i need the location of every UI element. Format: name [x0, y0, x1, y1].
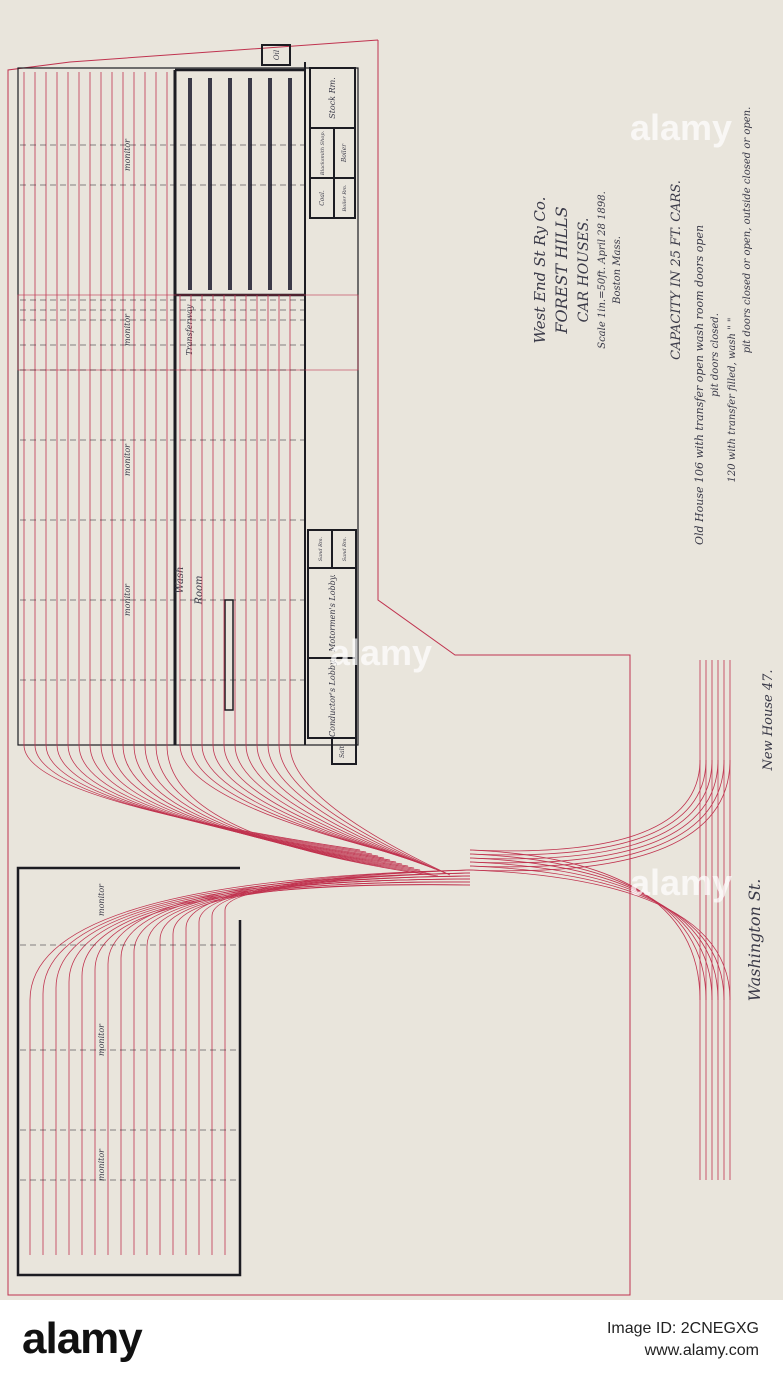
- stock-footer: alamy Image ID: 2CNEGXG www.alamy.com: [0, 1300, 783, 1390]
- lead-curve: [469, 759, 719, 864]
- capacity-line-3: 120 with transfer filled, wash " ": [727, 318, 738, 483]
- capacity-heading: CAPACITY IN 25 FT. CARS.: [669, 180, 684, 360]
- monitor-label-3: monitor: [123, 583, 132, 616]
- boiler-room: [333, 177, 356, 219]
- sand-room-1-label: Sand Rm.: [318, 536, 324, 561]
- upper-curve: [267, 744, 441, 872]
- new-house-curve: [224, 878, 471, 911]
- dash-layer: [20, 144, 305, 1181]
- street-label: Washington St.: [745, 879, 764, 1002]
- old-house-curve: [133, 744, 421, 871]
- old-house-curve: [34, 744, 367, 853]
- capacity-block: CAPACITY IN 25 FT. CARS. Old House 106 w…: [669, 107, 776, 772]
- image-id-block: Image ID: 2CNEGXG www.alamy.com: [607, 1318, 759, 1362]
- monitor-label-1: monitor: [123, 138, 132, 171]
- old-house-curve: [23, 744, 361, 851]
- monitor-label-4: monitor: [123, 313, 132, 346]
- new-house-curve: [185, 869, 471, 929]
- old-house-curve: [166, 744, 439, 877]
- title-place: Boston Mass.: [612, 236, 623, 305]
- title-subtitle: CAR HOUSES.: [576, 218, 592, 323]
- new-monitor-label-3: monitor: [97, 1148, 106, 1181]
- site-url: www.alamy.com: [644, 1342, 759, 1359]
- transferway-label: Transferway: [185, 304, 194, 355]
- old-house-curve: [122, 744, 415, 869]
- conductors-lobby-label: Conductor's Lobby.: [328, 659, 337, 737]
- upper-curve: [179, 744, 401, 856]
- image-id: Image ID: 2CNEGXG: [606, 1320, 759, 1337]
- old-house-curve: [100, 744, 403, 865]
- upper-curve: [289, 744, 451, 876]
- new-house-curve: [107, 869, 471, 965]
- upper-curve: [245, 744, 431, 868]
- oil-room: [261, 44, 291, 66]
- title-name: FOREST HILLS: [552, 206, 571, 334]
- old-house-outline: [17, 67, 359, 746]
- capacity-line-5: New House 47.: [761, 669, 776, 771]
- new-house-outline: [16, 866, 242, 1277]
- watermark-2: alamy: [330, 632, 432, 673]
- boiler-label: Boiler: [341, 143, 348, 163]
- old-house-curve: [155, 744, 433, 875]
- room-label: Room: [194, 575, 205, 605]
- boiler-room-label: Boiler Rm.: [342, 184, 348, 212]
- track-layer: [23, 72, 731, 1255]
- old-house-curve: [56, 744, 379, 857]
- upper-curve: [223, 744, 421, 864]
- lead-curve: [469, 759, 707, 856]
- title-scale: Scale 1in.=50ft. April 28 1898.: [597, 191, 608, 349]
- title-company: West End St Ry Co.: [531, 197, 549, 344]
- watermark-1: alamy: [630, 107, 732, 148]
- new-house-curve: [198, 872, 471, 923]
- capacity-line-2: pit doors closed.: [710, 313, 721, 397]
- title-block: West End St Ry Co. FOREST HILLS CAR HOUS…: [531, 191, 623, 349]
- upper-curve: [278, 744, 446, 874]
- transferway-band: [17, 294, 359, 371]
- lead-curve: [469, 759, 701, 852]
- wash-label: Wash: [175, 567, 186, 594]
- lead-curve: [469, 759, 731, 872]
- capacity-line-4: pit doors closed or open, outside closed…: [742, 107, 753, 354]
- new-house-curve: [211, 875, 471, 917]
- lead-curve: [469, 759, 713, 860]
- sand-room-2-label: Sand Rm.: [342, 536, 348, 561]
- upper-curve: [234, 744, 426, 866]
- old-house-curve: [111, 744, 409, 867]
- new-monitor-label-2: monitor: [97, 1023, 106, 1056]
- upper-curve: [190, 744, 406, 858]
- car-house-plan: Oil Stock Rm. Blacksmith Shop. Boiler Co…: [0, 0, 783, 1300]
- new-house-curve: [42, 872, 471, 995]
- motormens-lobby-label: Motormen's Lobby.: [328, 574, 337, 653]
- old-house-curve: [78, 744, 391, 861]
- upper-curve: [256, 744, 436, 870]
- blacksmith-shop-label: Blacksmith Shop.: [320, 130, 326, 176]
- new-house-curve: [29, 869, 471, 1001]
- wash-pit: [224, 599, 234, 711]
- stock-room-label: Stock Rm.: [328, 77, 337, 119]
- monitor-label-2: monitor: [123, 443, 132, 476]
- watermark-3: alamy: [630, 862, 732, 903]
- upper-curve: [212, 744, 416, 862]
- old-house-curve: [89, 744, 397, 863]
- new-monitor-label-1: monitor: [97, 883, 106, 916]
- alamy-logo: alamy: [22, 1314, 143, 1363]
- old-house-curve: [67, 744, 385, 859]
- salt-room: [331, 737, 357, 765]
- oil-room-label: Oil: [273, 50, 281, 60]
- coal-room-label: Coal.: [319, 190, 326, 206]
- salt-room-label: Salt.: [339, 744, 346, 758]
- upper-curve: [201, 744, 411, 860]
- old-house-curve: [45, 744, 373, 855]
- capacity-line-1: Old House 106 with transfer open wash ro…: [693, 225, 706, 545]
- lead-curve-2: [469, 869, 731, 1001]
- paper-background: [0, 0, 783, 1300]
- lead-curve: [469, 759, 725, 868]
- old-house-curve: [144, 744, 427, 873]
- property-line: [7, 39, 631, 1296]
